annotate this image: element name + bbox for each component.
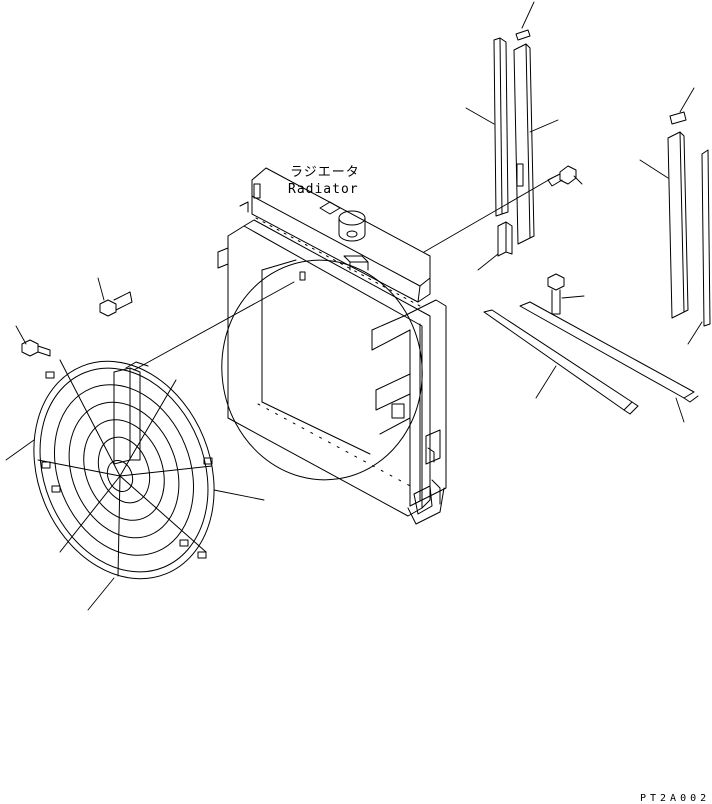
seal-strip-right <box>701 149 711 327</box>
drawing-code: PT2A002 <box>640 793 711 804</box>
seal-strip-left <box>493 37 509 217</box>
component-label-english: Radiator <box>288 182 359 197</box>
seal-plate-left <box>513 43 535 245</box>
bottom-seal-strip-2 <box>519 301 699 403</box>
seal-block-left <box>497 221 513 257</box>
radiator-side-bolt <box>547 165 577 187</box>
component-label-japanese: ラジエータ <box>290 165 360 180</box>
seal-cap-left <box>515 29 531 41</box>
seal-cap-right <box>669 111 687 125</box>
lower-bracket-bolt <box>547 273 565 315</box>
fan-guard-bolt <box>99 291 133 317</box>
seal-plate-right <box>667 131 689 319</box>
fan-guard-bolt-2 <box>21 339 51 357</box>
fan-guard <box>33 359 215 580</box>
leader-lines <box>5 1 703 611</box>
bottom-seal-strip-1 <box>483 309 639 415</box>
radiator-assembly <box>217 167 447 525</box>
